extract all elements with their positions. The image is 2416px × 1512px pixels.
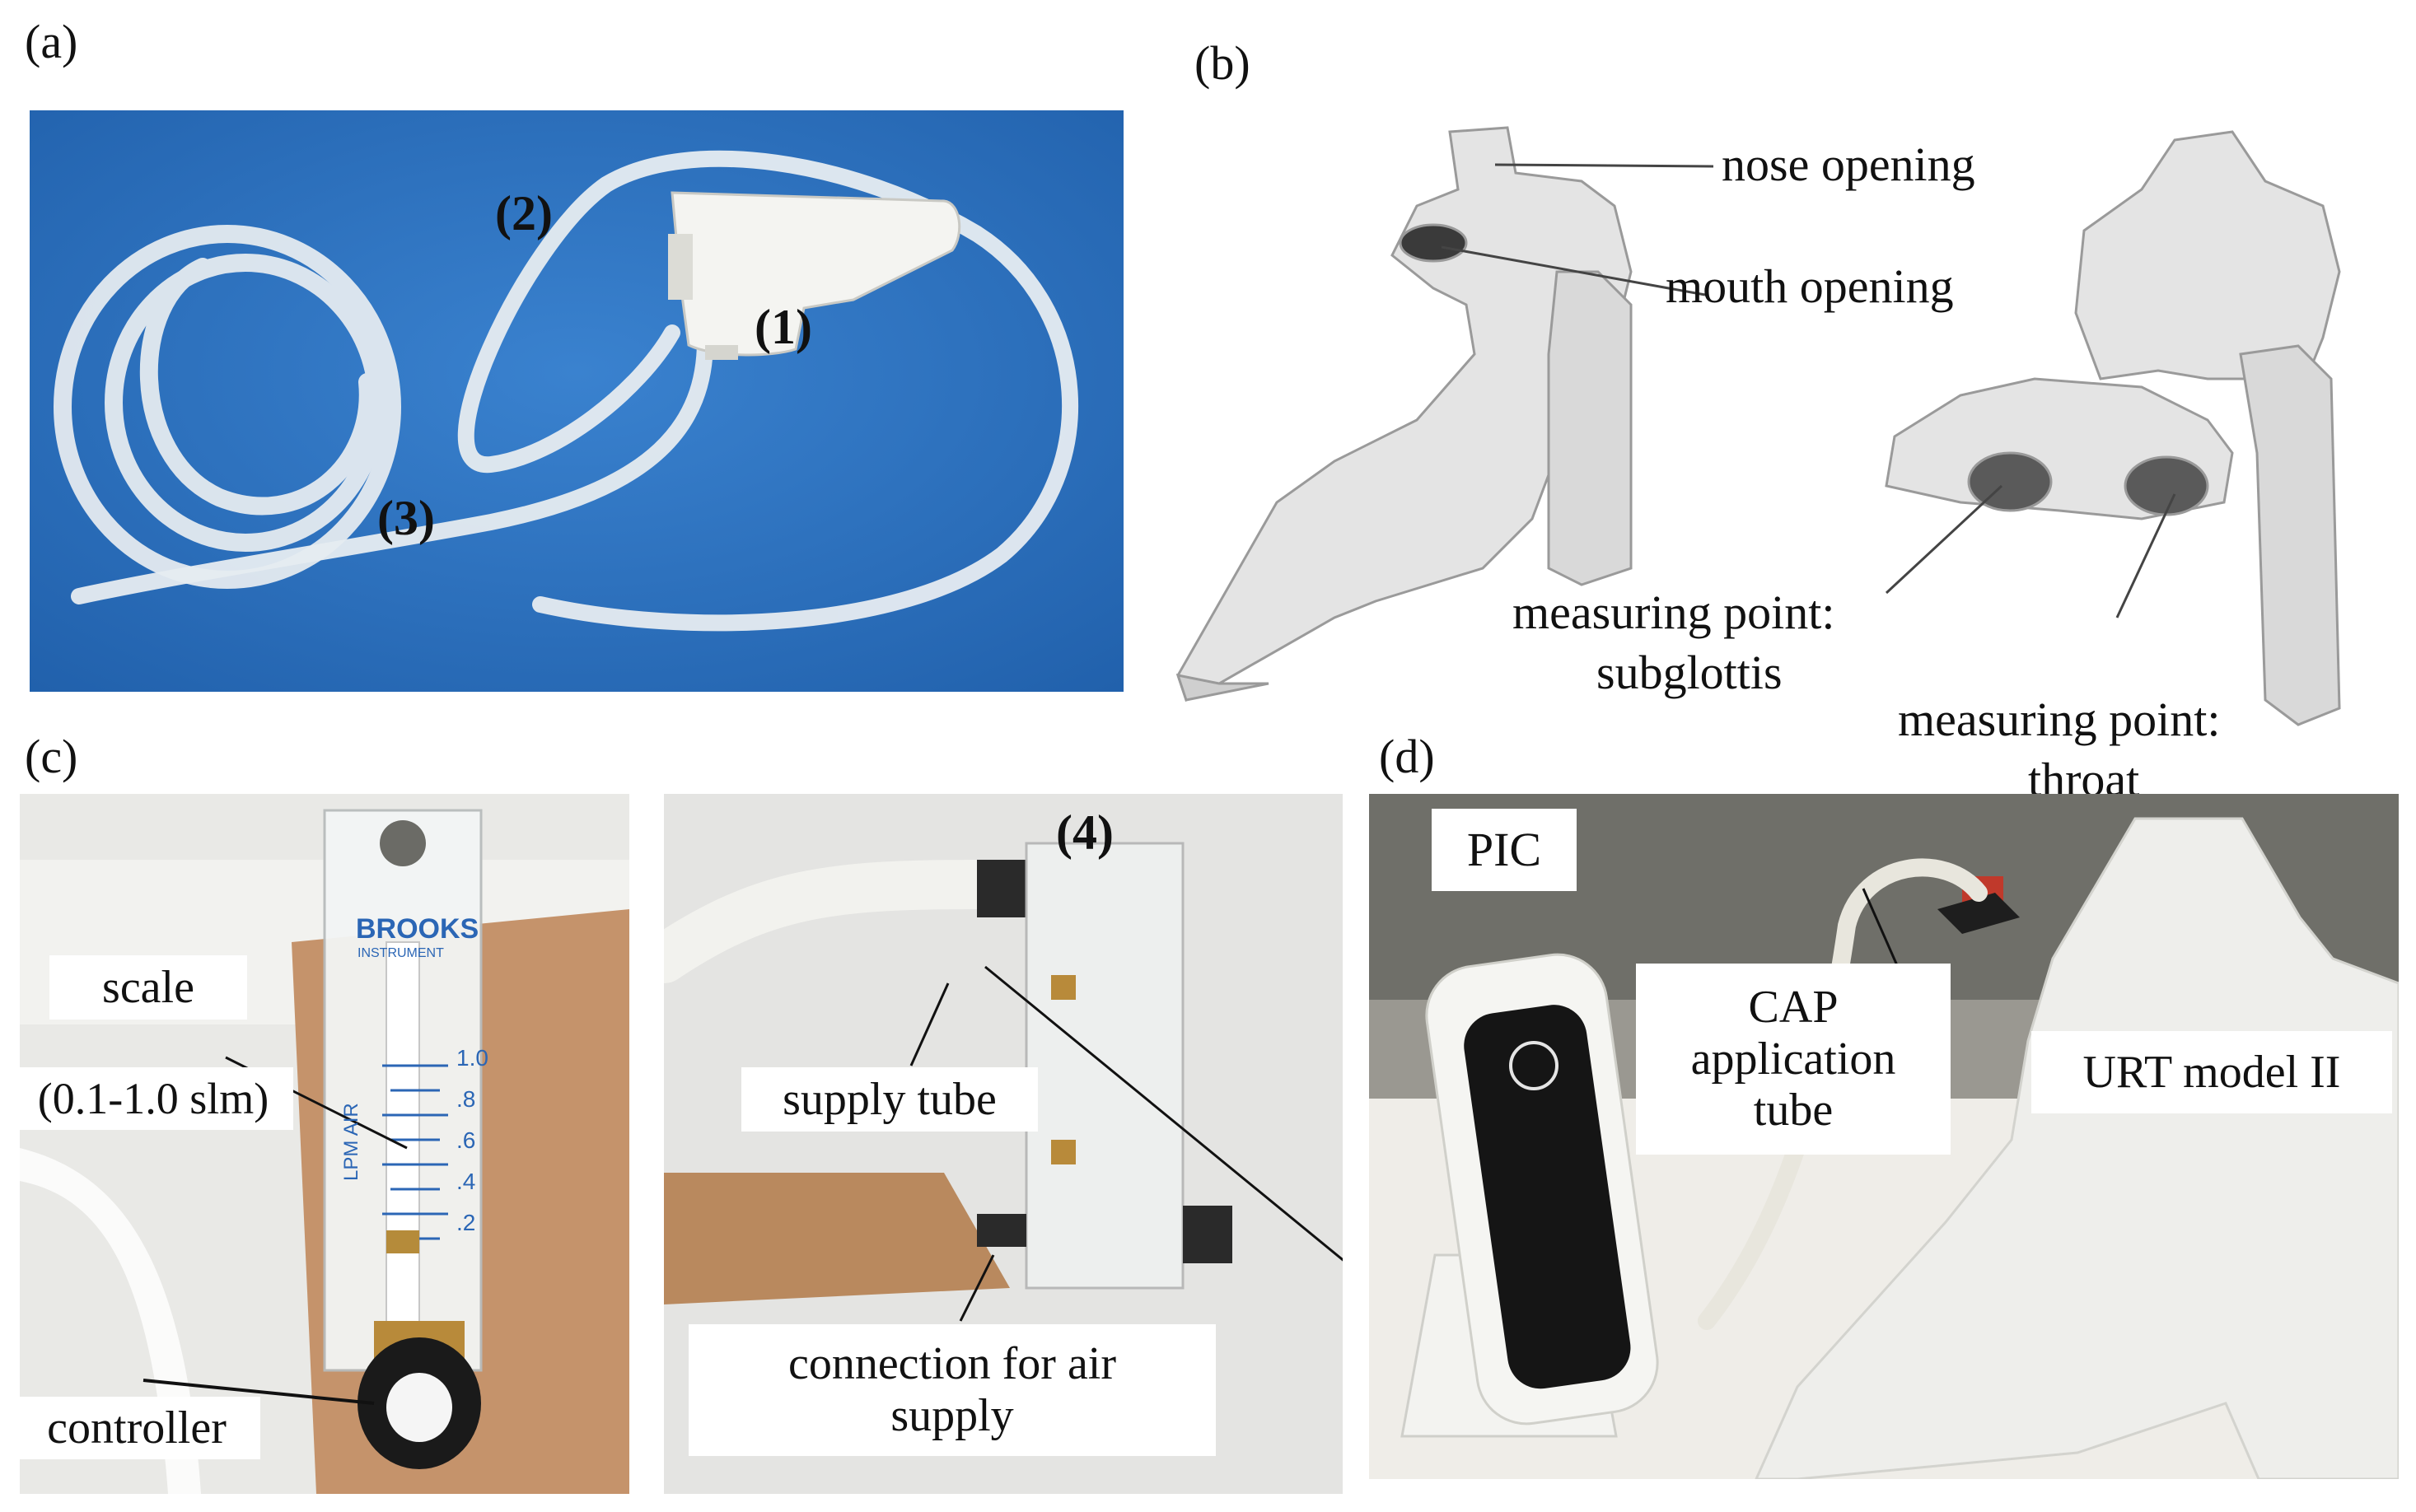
label-cap-line3: tube [1753,1085,1834,1136]
panel-a-illustration [30,110,1124,692]
label-cap-line1: CAP [1748,981,1839,1033]
flowmeter-tick-2: .8 [456,1086,476,1112]
flowmeter-illustration [20,794,629,1494]
label-measuring-point-subglottis-1: measuring point: [1512,586,1835,639]
flowmeter-tick-1: 1.0 [456,1045,488,1071]
label-supply-tube: supply tube [741,1067,1038,1132]
label-mouth-opening: mouth opening [1666,259,1954,313]
flowmeter-tick-3: .6 [456,1127,476,1153]
label-cap-application-tube: CAP application tube [1636,964,1951,1155]
flowmeter-brand: BROOKS [356,913,479,945]
flowmeter-air: LPM AIR [340,1103,362,1181]
label-measuring-point-throat-1: measuring point: [1898,693,2221,746]
label-connection-line1: connection for air [787,1338,1117,1390]
label-nose-opening: nose opening [1722,138,1975,191]
label-cap-line2: application [1690,1033,1896,1085]
panel-a-photo: (1) (2) (3) [30,110,1124,692]
label-pic: PIC [1432,809,1577,891]
coiled-tube [54,225,401,589]
label-controller: controller [13,1397,260,1459]
label-measuring-point-subglottis-2: subglottis [1596,646,1783,699]
label-connection-line2: supply [890,1390,1014,1441]
label-urt-model-ii: URT model II [2031,1031,2392,1113]
label-number-3: (3) [377,491,435,545]
label-number-1: (1) [755,300,812,354]
flowmeter-brand-sub: INSTRUMENT [357,946,444,960]
long-tube [71,150,1078,632]
panel-label-b: (b) [1194,36,1250,90]
label-number-4: (4) [1056,805,1114,860]
device-body [668,191,961,360]
flowmeter-tick-4: .4 [456,1169,476,1194]
leader-lines [1441,163,2176,618]
panel-label-a: (a) [25,15,78,68]
label-scale-range: (0.1-1.0 slm) [13,1067,293,1130]
panel-b-cad-render [1170,107,2416,766]
panel-label-c: (c) [25,730,78,783]
label-connection-air-supply: connection for air supply [689,1324,1216,1456]
cad-model-left [1175,126,1633,702]
panel-label-d: (d) [1379,730,1435,783]
cad-model-right [1885,130,2341,726]
flowmeter-tick-5: .2 [456,1210,476,1235]
panel-c-flowmeter-photo: BROOKS INSTRUMENT 1.0 .8 .6 .4 .2 LPM AI… [20,794,629,1494]
label-number-2: (2) [495,186,553,240]
label-scale: scale [49,955,247,1020]
panel-b-illustration [1175,126,2341,726]
